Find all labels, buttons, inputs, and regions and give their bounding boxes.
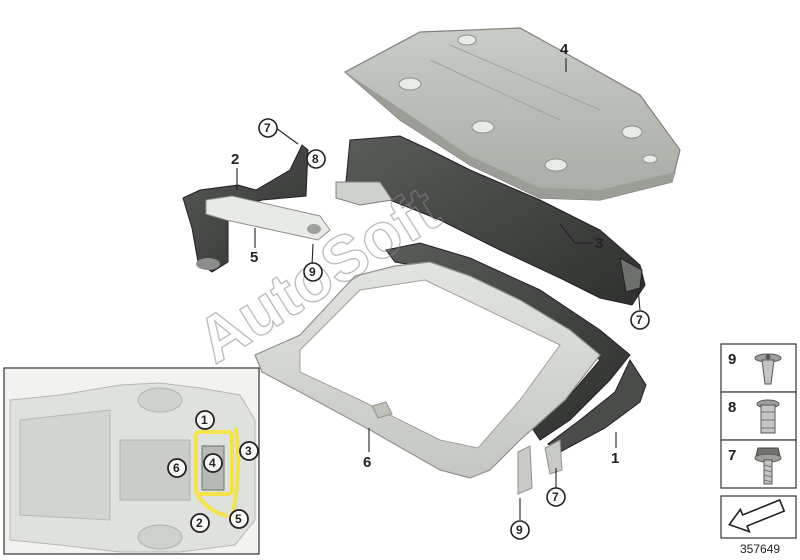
svg-text:9: 9 <box>309 265 316 279</box>
svg-text:6: 6 <box>173 461 180 475</box>
svg-text:7: 7 <box>636 313 643 327</box>
callout-part-3: 3 <box>595 235 603 252</box>
svg-text:9: 9 <box>516 523 523 537</box>
svg-text:1: 1 <box>201 413 208 427</box>
svg-text:8: 8 <box>312 152 319 166</box>
highlight-frame <box>194 430 234 496</box>
inset-callout-6: 6 <box>167 458 187 478</box>
callout-fastener-9-top: 9 <box>303 262 323 282</box>
callout-part-5: 5 <box>250 249 258 266</box>
callout-part-4: 4 <box>560 41 569 58</box>
frame-part-6 <box>254 261 601 495</box>
svg-text:7: 7 <box>552 490 559 504</box>
svg-text:4: 4 <box>209 456 216 470</box>
legend-number-9: 9 <box>728 351 736 368</box>
fastener-legend: 9 8 7 <box>720 343 797 539</box>
callout-part-2: 2 <box>231 151 239 168</box>
vehicle-underside-inset: 1 4 3 6 2 5 <box>3 367 260 555</box>
diagram-id: 357649 <box>740 542 780 556</box>
inset-callout-2: 2 <box>190 513 210 533</box>
svg-text:5: 5 <box>235 512 242 526</box>
callout-part-1: 1 <box>611 450 619 467</box>
blind-rivet-nut-icon <box>756 399 780 434</box>
callout-fastener-7-right: 7 <box>630 310 650 330</box>
callout-part-6: 6 <box>363 454 371 471</box>
callout-fastener-7-bottom: 7 <box>546 487 566 507</box>
inset-callout-5: 5 <box>229 509 249 529</box>
bracket-part-2 <box>182 144 309 273</box>
expanding-rivet-icon <box>754 353 782 385</box>
callout-fastener-9-bottom: 9 <box>510 520 530 540</box>
inset-callout-1: 1 <box>195 410 215 430</box>
legend-number-8: 8 <box>728 399 736 416</box>
inset-callout-4: 4 <box>203 453 223 473</box>
svg-text:3: 3 <box>245 444 252 458</box>
flange-screw-icon <box>754 447 782 485</box>
direction-arrow-icon <box>728 498 786 533</box>
svg-text:2: 2 <box>196 516 203 530</box>
reinforcement-bar-part-5 <box>205 195 331 241</box>
svg-text:7: 7 <box>264 121 271 135</box>
callout-fastener-7-top: 7 <box>258 118 278 138</box>
callout-fastener-8: 8 <box>306 149 326 169</box>
leader-lines <box>236 58 641 520</box>
inset-callout-3: 3 <box>239 441 259 461</box>
underbody-panel-part-4 <box>343 27 681 201</box>
legend-number-7: 7 <box>728 447 736 464</box>
